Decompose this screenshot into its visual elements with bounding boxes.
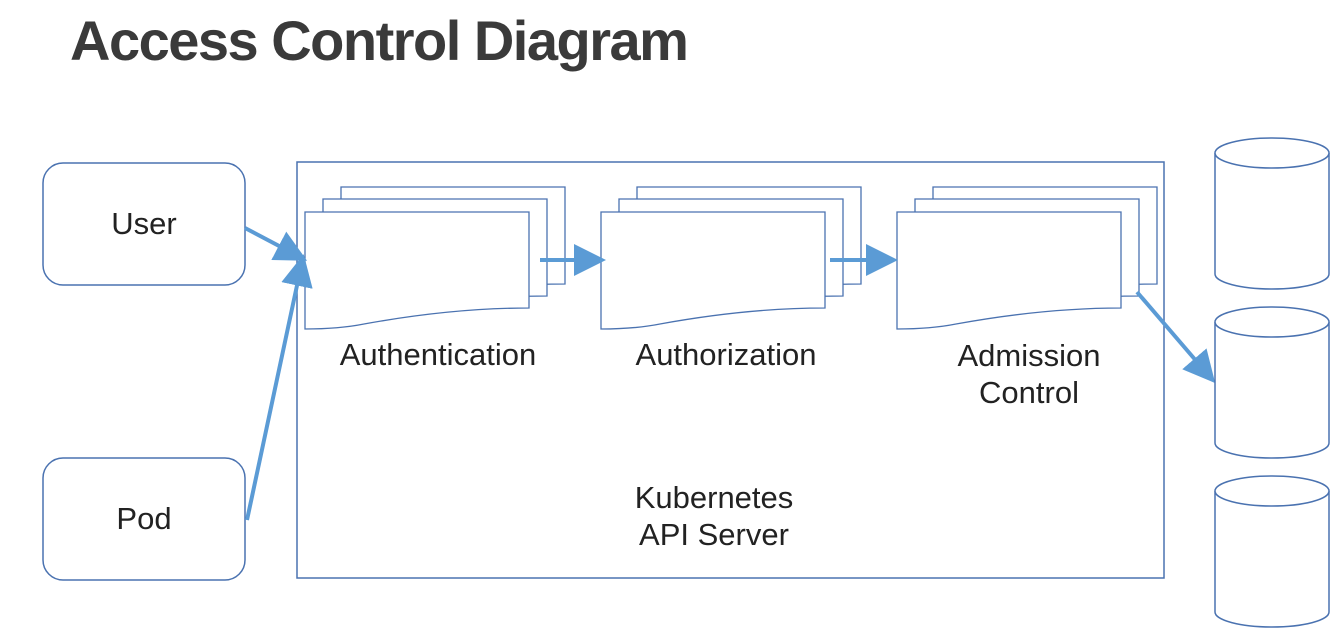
page-title: Access Control Diagram [70,9,689,72]
pod-box [42,457,246,581]
authentication-document-stack [304,186,566,330]
datastore-cylinder [1214,475,1330,628]
datastore-cylinder [1214,306,1330,459]
api-server-label-line2: API Server [639,517,789,552]
authentication-label: Authentication [339,337,537,372]
datastore-cylinder [1214,137,1330,290]
admission-control-label: Admission Control [889,337,1169,411]
api-server-label-line1: Kubernetes [634,480,794,515]
authorization-label: Authorization [635,337,817,372]
pod-to-authentication-arrow [245,254,313,521]
user-box [42,162,246,286]
api-server-label: Kubernetes API Server [574,479,854,553]
user-label: User [111,206,177,241]
pod-label: Pod [116,501,172,536]
admission-control-label-line2: Control [979,375,1079,410]
authorization-document-stack [600,186,862,330]
admission-control-label-line1: Admission [957,338,1101,373]
user-to-authentication-arrow [244,226,308,261]
admission-control-document-stack [896,186,1158,330]
admission-to-datastore-arrow [1135,290,1216,384]
